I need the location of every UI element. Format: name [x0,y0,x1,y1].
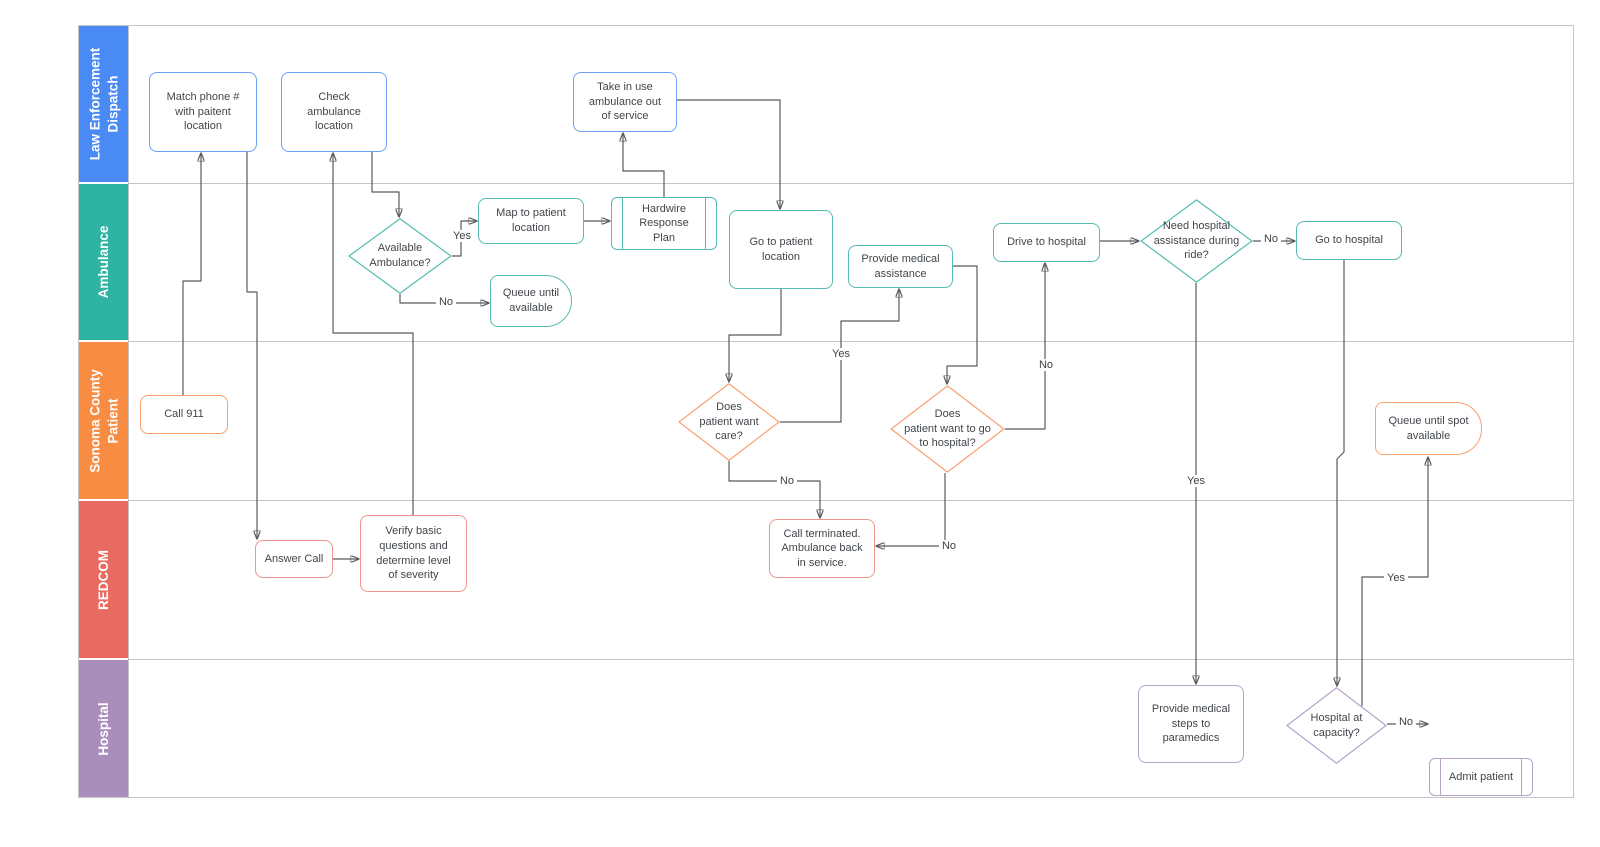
node-label: Map to patient location [496,207,566,234]
node-check-ambulance-location[interactable]: Check ambulance location [281,72,387,152]
node-label: Answer Call [264,552,324,565]
predefined-bar [1440,759,1441,795]
node-go-to-hospital[interactable]: Go to hospital [1296,221,1402,260]
lane-divider-2 [128,341,1574,342]
diamond-shape [348,218,452,294]
lane-tab-law-enforcement-dispatch: Law Enforcement Dispatch [79,26,128,182]
lane-divider-4 [128,659,1574,660]
node-label: Provide medical steps to paramedics [1151,703,1231,745]
diamond-shape [1286,687,1387,764]
node-drive-to-hospital[interactable]: Drive to hospital [993,223,1100,262]
edge-label-no: No [938,540,960,552]
node-queue-until-available[interactable]: Queue until available [490,275,572,327]
node-label: Call 911 [164,408,204,421]
edge-label-no: No [1035,359,1057,371]
node-provide-medical-assistance[interactable]: Provide medical assistance [848,245,953,288]
edge-label-no: No [435,296,457,308]
decision-hospital-at-capacity[interactable]: Hospital at capacity? [1286,687,1387,764]
swimlane-frame [78,25,1574,798]
lane-tab-redcom: REDCOM [79,501,128,658]
node-label: Take in use ambulance out of service [588,81,662,123]
node-label: Does patient want care? [699,401,759,443]
node-label: Check ambulance location [307,91,361,133]
node-label: Does patient want to go to hospital? [904,408,991,450]
lane-label: Sonoma County Patient [86,368,120,473]
node-label: Provide medical assistance [861,252,940,280]
predefined-bar [705,198,706,249]
node-answer-call[interactable]: Answer Call [255,540,333,578]
node-label: Queue until spot available [1388,414,1469,442]
node-label: Hardwire Response Plan [639,202,689,244]
node-label: Go to hospital [1315,234,1383,247]
lane-tab-sonoma-county-patient: Sonoma County Patient [79,342,128,499]
node-admit-patient[interactable]: Admit patient [1429,758,1533,796]
diamond-shape [890,385,1005,473]
predefined-bar [1521,759,1522,795]
diamond-shape [1140,199,1253,283]
node-provide-medical-steps[interactable]: Provide medical steps to paramedics [1138,685,1244,763]
lane-label: Law Enforcement Dispatch [86,47,120,161]
node-label: Need hospital assistance during ride? [1153,220,1240,262]
node-label: Drive to hospital [1007,236,1086,249]
node-take-ambulance-out-of-service[interactable]: Take in use ambulance out of service [573,72,677,132]
predefined-bar [622,198,623,249]
edge-label-yes: Yes [829,348,853,360]
node-label: Admit patient [1448,770,1514,783]
lane-tab-hospital: Hospital [79,660,128,797]
node-go-to-patient-location[interactable]: Go to patient location [729,210,833,289]
edge-label-yes: Yes [1184,475,1208,487]
edge-label-yes: Yes [1384,572,1408,584]
node-call-911[interactable]: Call 911 [140,395,228,434]
edge-label-yes: Yes [450,230,474,242]
node-label: Match phone # with paitent location [166,91,240,133]
node-match-phone[interactable]: Match phone # with paitent location [149,72,257,152]
node-map-to-patient-location[interactable]: Map to patient location [478,198,584,244]
node-label: Call terminated. Ambulance back in servi… [781,527,863,569]
node-label: Verify basic questions and determine lev… [376,525,451,582]
node-hardwire-response-plan[interactable]: Hardwire Response Plan [611,197,717,250]
edge-label-no: No [1395,716,1417,728]
node-label: Available Ambulance? [369,242,431,269]
decision-need-hospital-assistance[interactable]: Need hospital assistance during ride? [1140,199,1253,283]
node-queue-until-spot-available[interactable]: Queue until spot available [1375,402,1482,455]
diamond-shape [678,383,780,461]
lane-tab-ambulance: Ambulance [79,184,128,340]
decision-does-patient-want-hospital[interactable]: Does patient want to go to hospital? [890,385,1005,473]
node-label: Hospital at capacity? [1310,711,1363,739]
lane-label: Hospital [95,701,111,756]
lane-label: Ambulance [95,225,111,299]
node-label: Queue until available [502,287,560,314]
lane-label: REDCOM [95,549,111,610]
decision-available-ambulance[interactable]: Available Ambulance? [348,218,452,294]
node-call-terminated[interactable]: Call terminated. Ambulance back in servi… [769,519,875,578]
decision-does-patient-want-care[interactable]: Does patient want care? [678,383,780,461]
edge-label-no: No [1260,233,1282,245]
node-verify-basic-questions[interactable]: Verify basic questions and determine lev… [360,515,467,592]
node-label: Go to patient location [749,235,813,263]
lane-divider-3 [128,500,1574,501]
lane-divider-1 [128,183,1574,184]
lane-header-divider [128,25,129,798]
edge-label-no: No [776,475,798,487]
